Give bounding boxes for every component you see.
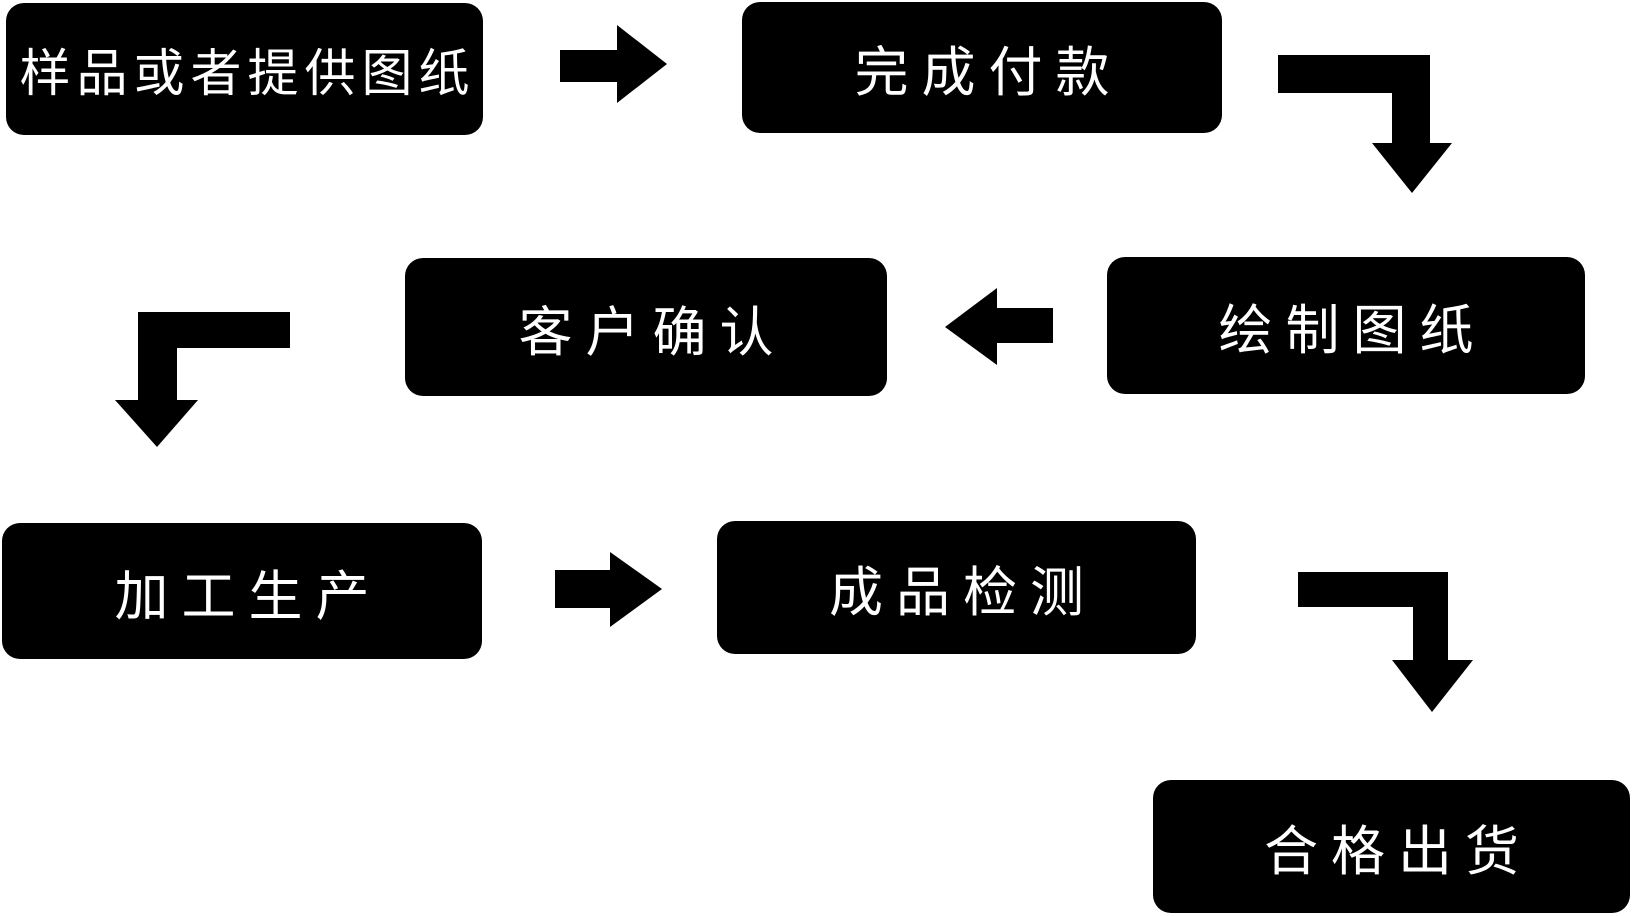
node-label: 完成付款 bbox=[854, 43, 1123, 103]
node-complete-payment: 完成付款 bbox=[742, 2, 1222, 133]
node-customer-confirmation: 客户确认 bbox=[405, 258, 887, 396]
node-label: 客户确认 bbox=[518, 302, 787, 363]
arrow-inspection-to-shipment-icon bbox=[1298, 572, 1473, 712]
node-processing-production: 加工生产 bbox=[2, 523, 482, 659]
node-label: 样品或者提供图纸 bbox=[19, 45, 476, 102]
node-label: 加工生产 bbox=[114, 566, 383, 627]
node-sample-or-provide-drawings: 样品或者提供图纸 bbox=[6, 3, 483, 135]
arrow-sample-to-payment-icon bbox=[560, 25, 667, 103]
arrow-production-to-inspection-icon bbox=[555, 552, 662, 627]
arrow-drawing-to-confirm-icon bbox=[945, 288, 1053, 365]
node-label: 成品检测 bbox=[829, 563, 1097, 623]
arrow-confirm-to-production-icon bbox=[115, 312, 290, 447]
node-finished-product-inspection: 成品检测 bbox=[717, 521, 1196, 654]
node-label: 绘制图纸 bbox=[1218, 301, 1487, 361]
arrow-payment-to-drawing-icon bbox=[1278, 55, 1452, 193]
node-label: 合格出货 bbox=[1264, 822, 1532, 882]
node-qualified-shipment: 合格出货 bbox=[1153, 780, 1630, 913]
node-draw-drawings: 绘制图纸 bbox=[1107, 257, 1585, 394]
